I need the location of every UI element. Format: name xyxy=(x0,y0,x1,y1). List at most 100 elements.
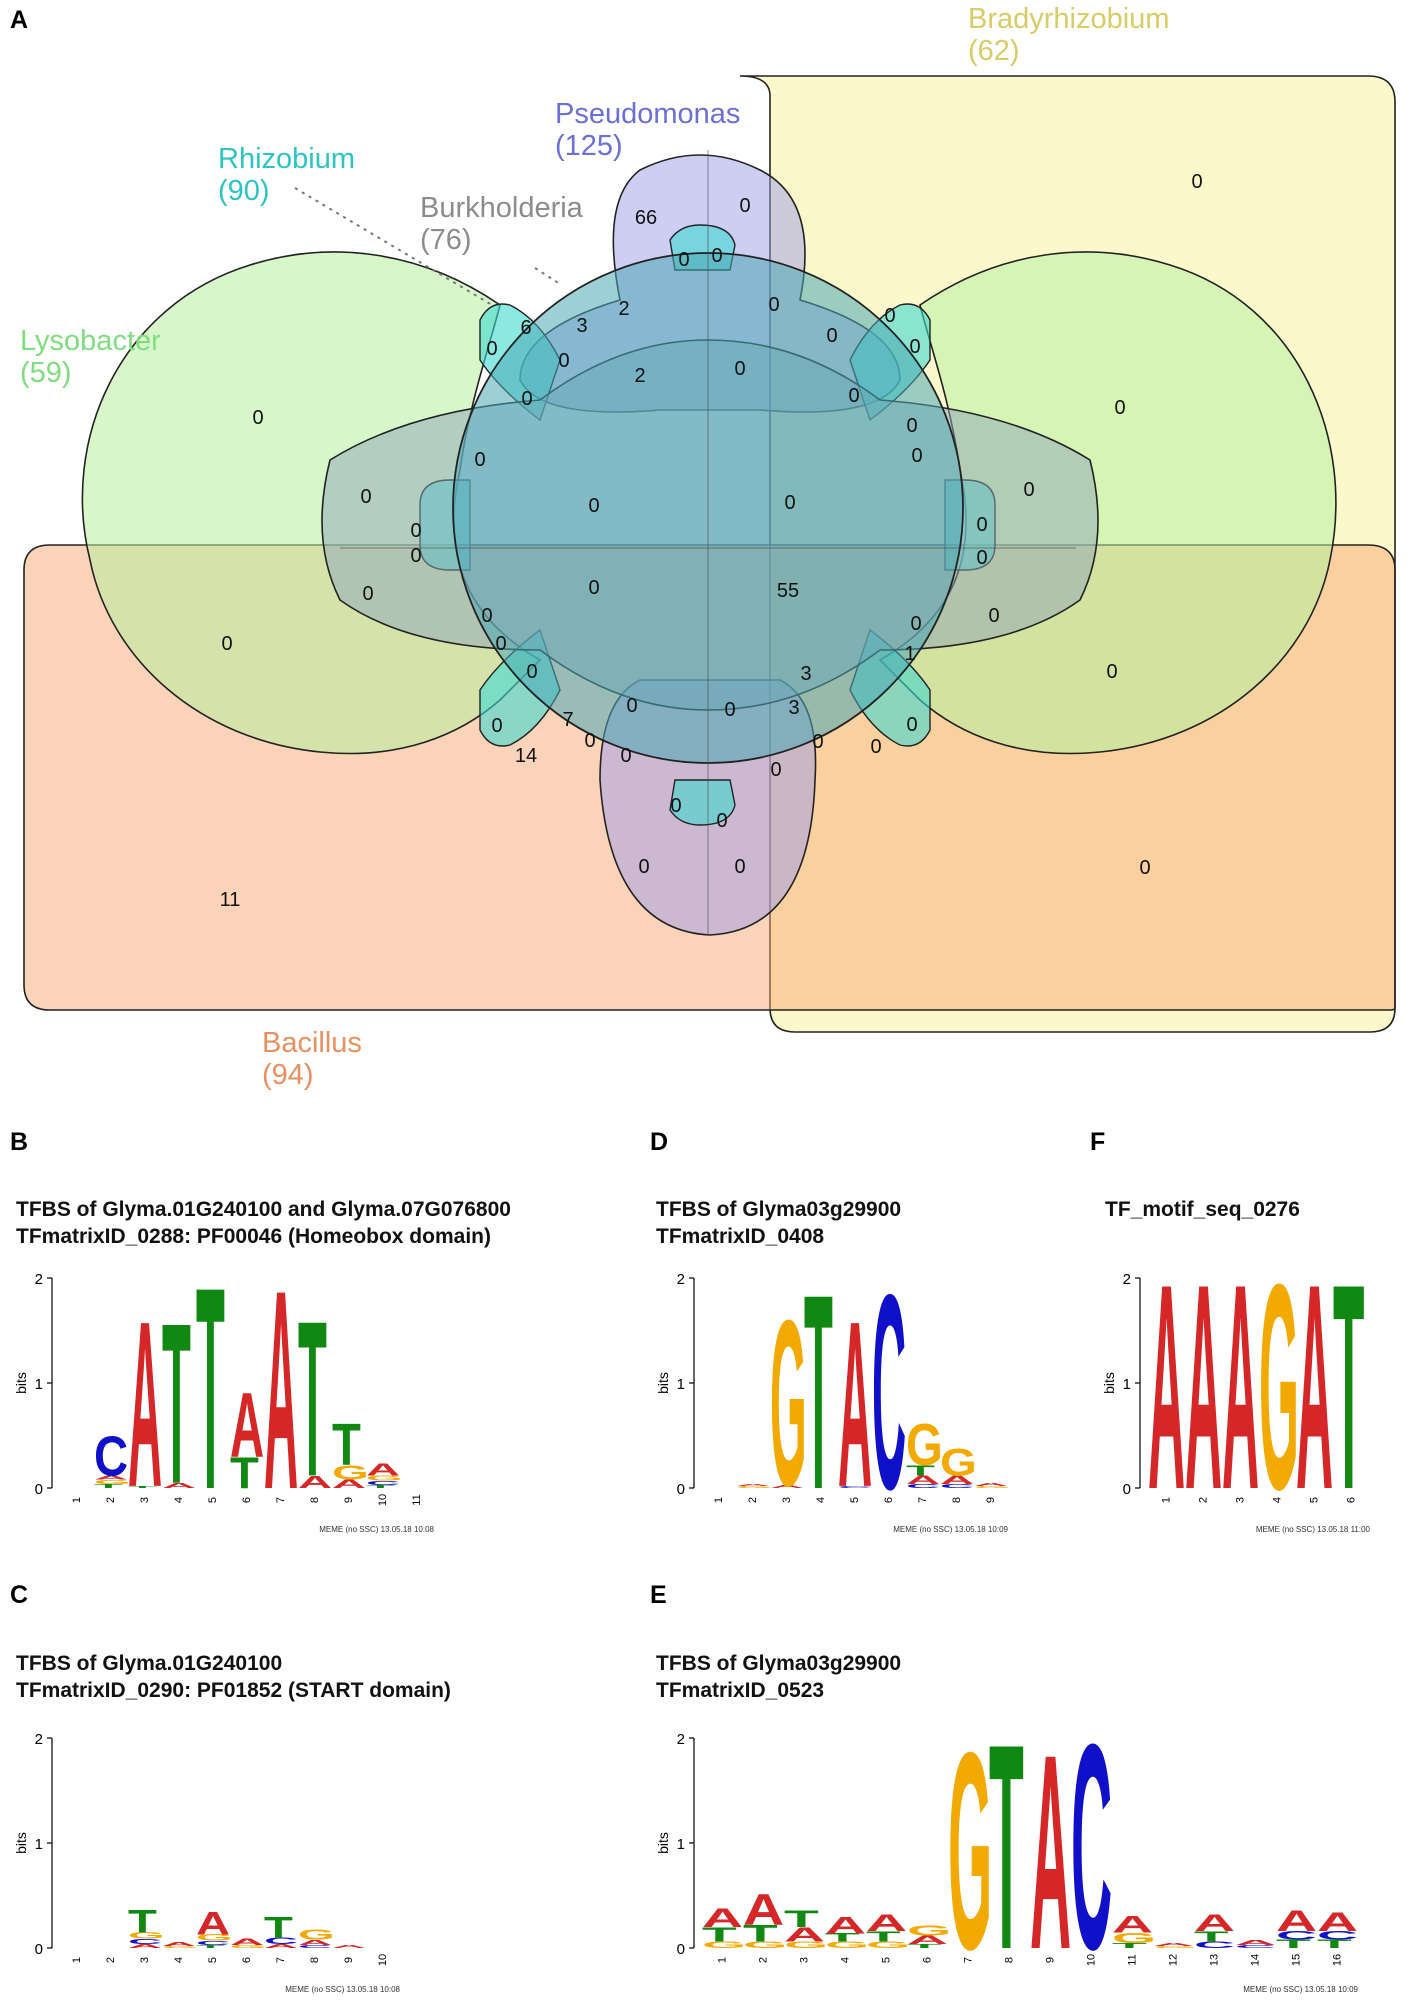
logo-letter-C: C xyxy=(298,1944,332,1949)
logo-letter-G: G xyxy=(1112,1929,1156,1946)
logo-letter-A: A xyxy=(1030,1732,1071,2004)
logo-letter-A: A xyxy=(770,1484,804,1489)
svg-text:C: C xyxy=(128,1937,162,1945)
svg-text:A: A xyxy=(1276,1904,1317,1937)
region-count: 3 xyxy=(800,663,811,685)
logo-letter-A: A xyxy=(162,1481,196,1489)
logo-letter-C: C xyxy=(94,1425,128,1488)
logo-letter-A: A xyxy=(743,1885,784,1935)
logo-x-tick-label: 10 xyxy=(377,1954,389,1966)
region-count: 0 xyxy=(910,613,921,635)
region-count: 0 xyxy=(670,795,681,817)
logo-letter-G: G xyxy=(974,1485,1011,1488)
region-count: 0 xyxy=(491,715,502,737)
svg-text:C: C xyxy=(196,1940,230,1947)
svg-text:A: A xyxy=(866,1911,907,1937)
logo-letter-C: C xyxy=(838,1485,872,1488)
svg-text:A: A xyxy=(230,1937,264,1947)
svg-text:A: A xyxy=(94,1475,128,1482)
logo-letter-G: G xyxy=(736,1485,773,1488)
region-count: 7 xyxy=(562,709,573,731)
logo-d-title-line1: TFBS of Glyma03g29900 xyxy=(656,1198,902,1221)
logo-x-tick-label: 16 xyxy=(1331,1954,1343,1966)
logo-x-tick-label: 9 xyxy=(1044,1957,1056,1963)
panel-label-a: A xyxy=(10,6,29,34)
logo-b-title: TFBS of Glyma.01G240100 and Glyma.07G076… xyxy=(16,1196,511,1250)
svg-text:G: G xyxy=(230,1944,267,1949)
logo-y-tick-label: 0 xyxy=(677,1481,685,1498)
logo-d-title: TFBS of Glyma03g29900 TFmatrixID_0408 xyxy=(656,1196,901,1250)
logo-y-tick-label: 1 xyxy=(35,1836,43,1853)
svg-text:T: T xyxy=(866,1928,901,1945)
svg-text:A: A xyxy=(128,1274,162,1538)
logo-x-tick-label: 1 xyxy=(713,1497,725,1503)
logo-letter-A: A xyxy=(1222,1272,1259,1544)
logo-y-tick-label: 0 xyxy=(35,1481,43,1498)
logo-letter-G: G xyxy=(230,1944,267,1949)
logo-x-tick-label: 9 xyxy=(343,1497,355,1503)
svg-text:T: T xyxy=(332,1413,361,1478)
logo-letter-A: A xyxy=(1276,1904,1317,1937)
svg-text:T: T xyxy=(366,1484,396,1489)
logo-b-title-line2: TFmatrixID_0288: PF00046 (Homeobox domai… xyxy=(16,1225,491,1248)
svg-text:G: G xyxy=(366,1474,403,1482)
logo-letter-A: A xyxy=(1185,1272,1222,1544)
logo-x-tick-label: 5 xyxy=(207,1957,219,1963)
svg-text:A: A xyxy=(298,1938,332,1946)
logo-letter-A: A xyxy=(825,1913,866,1939)
region-count: 2 xyxy=(618,298,629,320)
region-count: 0 xyxy=(474,449,485,471)
svg-text:A: A xyxy=(1296,1272,1333,1544)
logo-footer: MEME (no SSC) 13.05.18 10:08 xyxy=(319,1525,434,1534)
region-count: 0 xyxy=(734,358,745,380)
logo-letter-C: C xyxy=(196,1940,230,1947)
svg-text:G: G xyxy=(298,1926,335,1942)
set-count-lysobacter: (59) xyxy=(20,357,72,389)
region-count: 0 xyxy=(711,245,722,267)
logo-x-tick-label: 2 xyxy=(105,1957,117,1963)
region-count: 0 xyxy=(812,731,823,753)
logo-letter-T: T xyxy=(264,1911,293,1944)
svg-text:A: A xyxy=(1153,1942,1194,1947)
svg-text:A: A xyxy=(907,1933,948,1946)
logo-x-tick-label: 3 xyxy=(781,1497,793,1503)
logo-letter-G: G xyxy=(940,1441,977,1484)
logo-x-tick-label: 6 xyxy=(1345,1497,1357,1503)
logo-letter-C: C xyxy=(1317,1929,1358,1942)
logo-x-tick-label: 6 xyxy=(241,1497,253,1503)
logo-letter-T: T xyxy=(1112,1941,1147,1949)
logo-x-tick-label: 3 xyxy=(1234,1497,1246,1503)
svg-text:C: C xyxy=(264,1936,298,1946)
logo-letter-A: A xyxy=(196,1905,230,1942)
svg-text:A: A xyxy=(1148,1272,1185,1544)
logo-letter-A: A xyxy=(784,1923,825,1946)
region-count: 3 xyxy=(788,697,799,719)
region-count: 0 xyxy=(221,633,232,655)
logo-letter-C: C xyxy=(1071,1732,1112,2004)
logo-footer: MEME (no SSC) 13.05.18 10:09 xyxy=(1243,1985,1358,1994)
logo-letter-G: G xyxy=(743,1940,787,1950)
svg-text:C: C xyxy=(1194,1940,1235,1950)
svg-text:G: G xyxy=(332,1461,369,1484)
svg-text:A: A xyxy=(366,1459,400,1479)
svg-text:T: T xyxy=(1333,1272,1364,1544)
svg-text:C: C xyxy=(940,1483,974,1490)
svg-text:G: G xyxy=(128,1931,165,1941)
svg-text:A: A xyxy=(1185,1272,1222,1544)
logo-y-tick-label: 2 xyxy=(1123,1272,1131,1288)
svg-text:T: T xyxy=(196,1944,226,1949)
logo-footer: MEME (no SSC) 13.05.18 11:00 xyxy=(1256,1525,1371,1534)
region-count: 0 xyxy=(588,495,599,517)
svg-text:T: T xyxy=(989,1732,1024,2004)
logo-y-tick-label: 2 xyxy=(677,1272,685,1288)
svg-text:G: G xyxy=(907,1922,951,1939)
logo-letter-C: C xyxy=(366,1480,400,1487)
logo-letter-G: G xyxy=(907,1922,951,1939)
panel-label-e: E xyxy=(650,1581,667,1609)
svg-text:A: A xyxy=(196,1905,230,1942)
venn-region-counts: 0 66 0 0 0 6 3 2 2 0 0 0 0 0 0 0 0 0 0 0… xyxy=(220,171,1203,911)
svg-text:T: T xyxy=(264,1911,293,1944)
logo-y-tick-label: 0 xyxy=(677,1941,685,1958)
svg-text:G: G xyxy=(948,1732,992,2004)
